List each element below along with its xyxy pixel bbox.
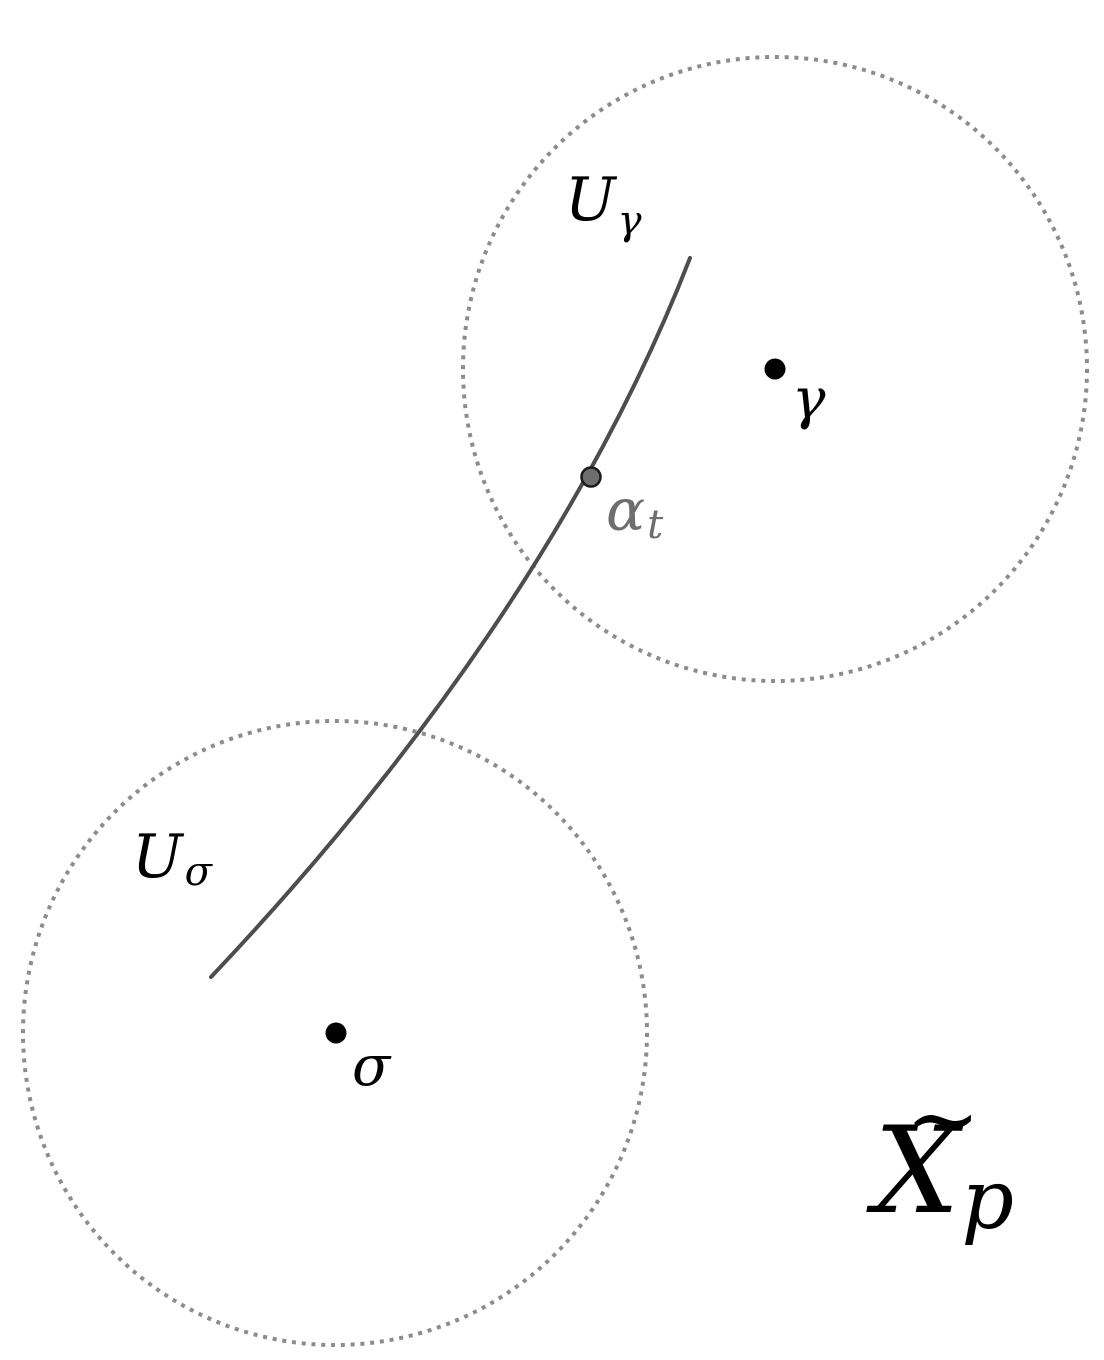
u-gamma-label: Uγ <box>565 165 642 244</box>
path-alpha-curve <box>209 256 692 979</box>
u-gamma-label-main: U <box>565 165 618 235</box>
space-label-sub: p <box>961 1153 1014 1248</box>
gamma-label: γ <box>792 367 826 432</box>
space-label-main: X <box>866 1102 964 1241</box>
alpha-t-label-main: α <box>606 476 645 544</box>
u-gamma-label-sub: γ <box>618 198 642 244</box>
space-label-tilde: ~ <box>905 1067 980 1172</box>
space-label: Xp <box>866 1102 1014 1248</box>
neighborhood-u-gamma-circle <box>461 55 1089 683</box>
alpha-t-point <box>580 466 602 488</box>
alpha-t-label: αt <box>606 476 664 548</box>
u-sigma-label-main: U <box>132 822 185 892</box>
neighborhood-u-sigma-circle <box>21 719 649 1347</box>
u-sigma-label-sub: σ <box>185 849 214 895</box>
sigma-point <box>325 1022 347 1044</box>
sigma-label: σ <box>352 1034 392 1099</box>
gamma-point <box>764 358 786 380</box>
alpha-t-label-sub: t <box>647 502 664 548</box>
u-sigma-label: Uσ <box>132 822 214 895</box>
